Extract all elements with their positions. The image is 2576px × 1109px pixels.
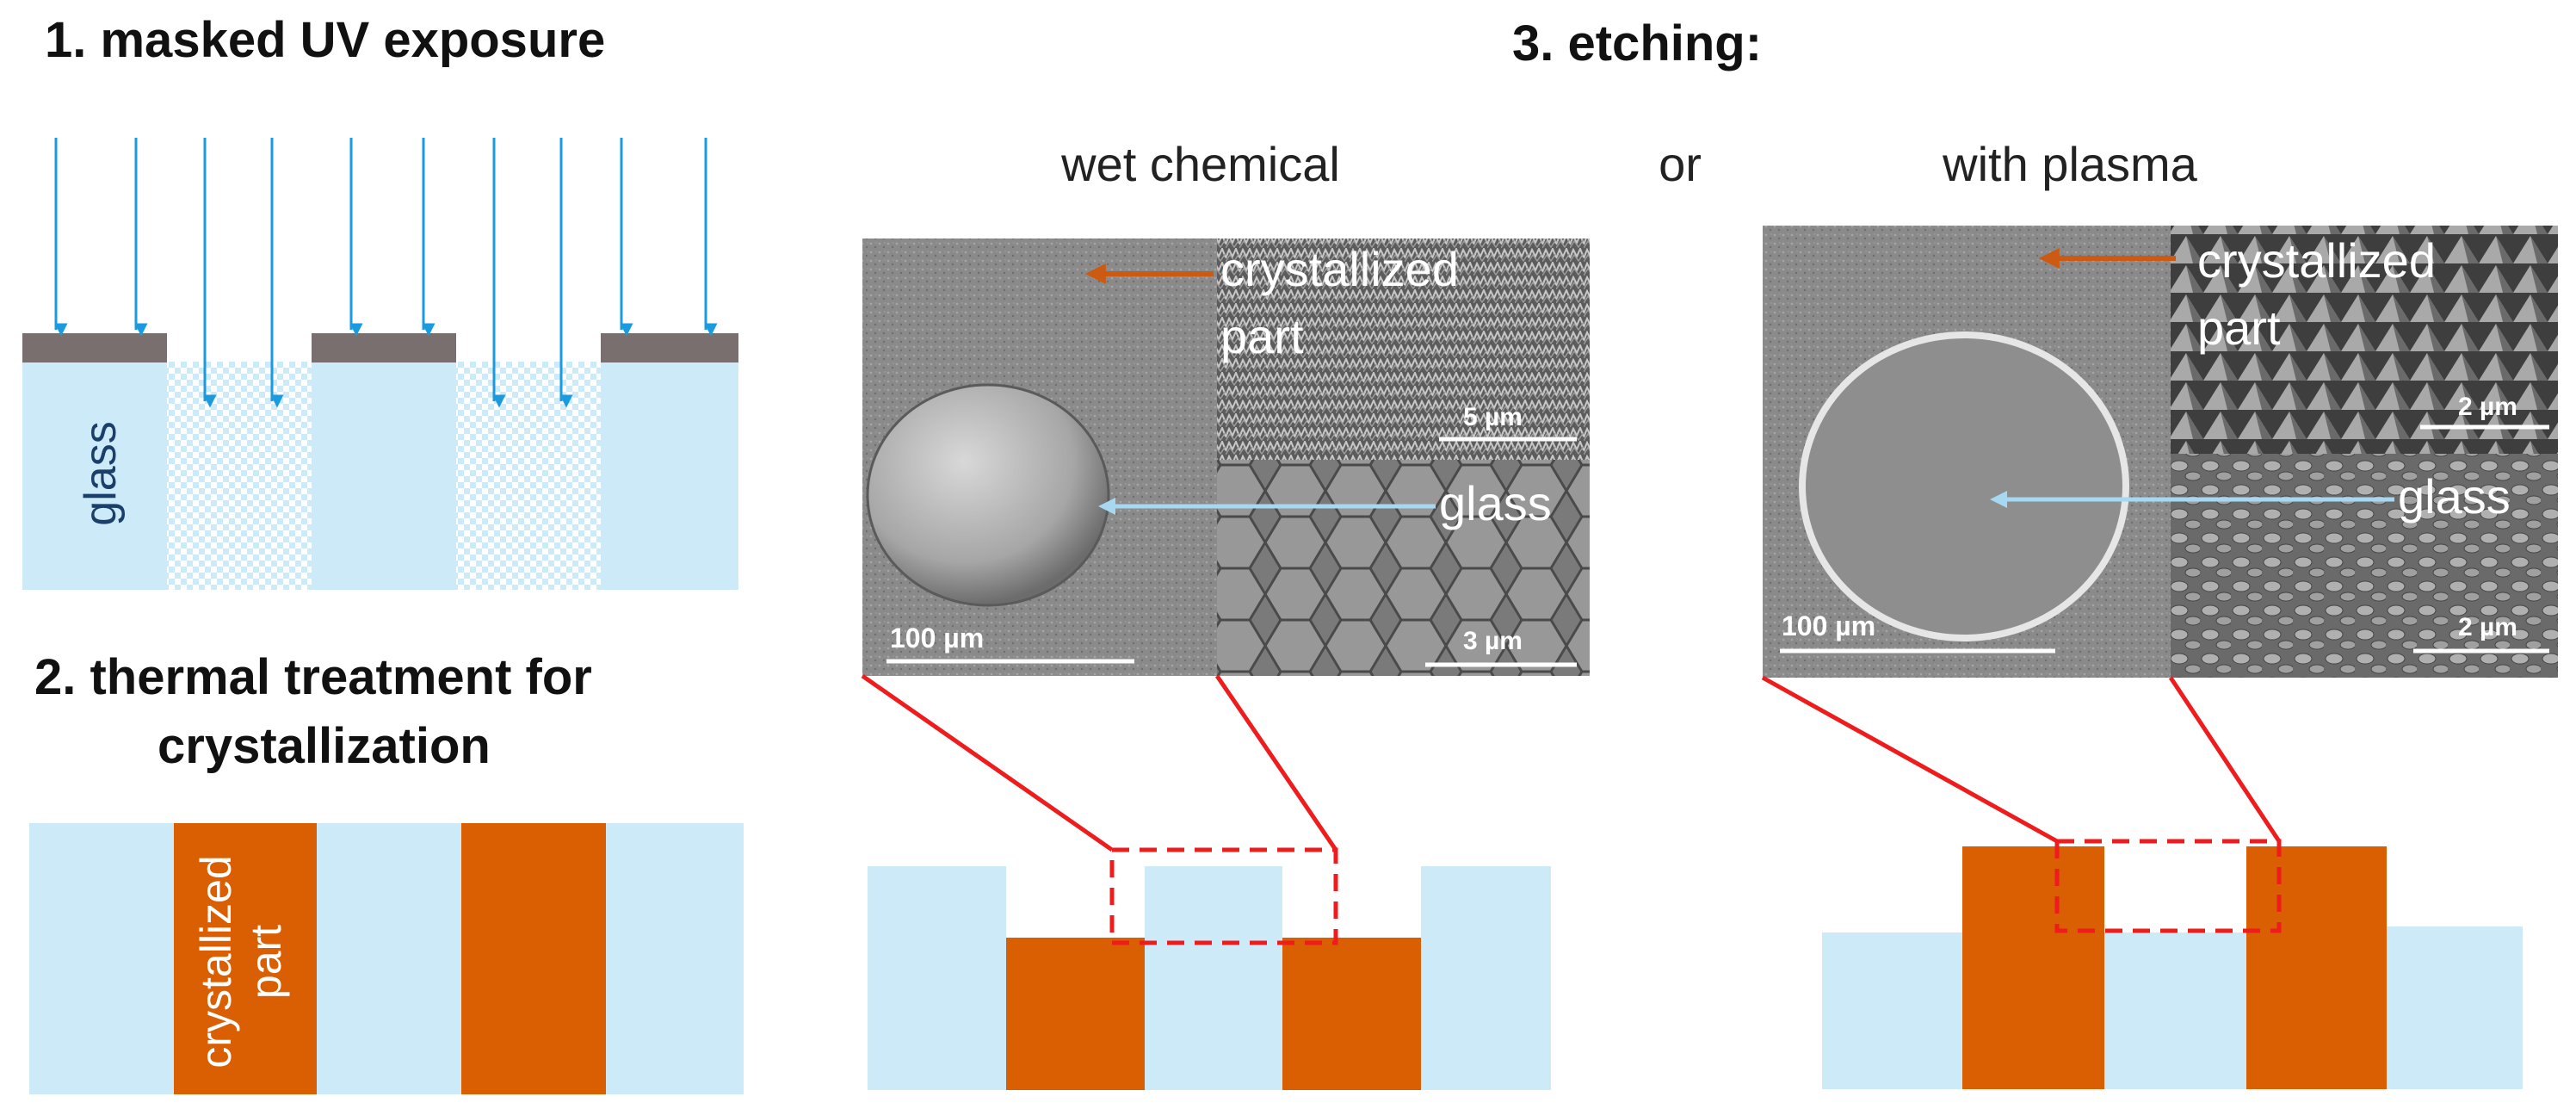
sem-crater [1799, 331, 2129, 641]
glass-segment [22, 362, 167, 590]
glass-segment [29, 823, 174, 1094]
scale-label-top: 2 µm [2458, 393, 2517, 421]
plasma-heading: with plasma [1942, 137, 2198, 191]
crystallized-label-line2: part [1220, 309, 1304, 363]
scale-label-bottom: 3 µm [1463, 627, 1523, 655]
crystallized-segment [174, 823, 317, 1094]
scale-label-bottom: 2 µm [2458, 613, 2517, 641]
sem-bottom-inset [2171, 454, 2558, 678]
scale-label-top: 5 µm [1463, 403, 1523, 431]
glass-segment [1145, 866, 1282, 1090]
crystallized-label-line2: part [242, 925, 290, 999]
zoom-box [2054, 839, 2282, 933]
sem-top-inset [2171, 226, 2558, 454]
plasma-cross-section [1822, 839, 2523, 1089]
sem-dome [866, 383, 1110, 607]
glass-segment [2387, 926, 2523, 1089]
wet-zoom-lines [861, 673, 1338, 852]
glass-segment [1822, 932, 1962, 1089]
glass-segment [2104, 932, 2246, 1089]
scale-label-main: 100 µm [1782, 610, 1875, 641]
crystallized-segment [1282, 938, 1421, 1090]
crystallized-label-line1: crystallized [2197, 233, 2436, 288]
glass-segment [601, 362, 738, 590]
glass-segment [868, 866, 1006, 1090]
step2-block: crystallized part [29, 823, 744, 1094]
crystallized-label-line2: part [2197, 300, 2281, 355]
zoom-line [861, 673, 1114, 852]
step3-title: 3. etching: [1512, 15, 1762, 71]
step1-glass-block: glass [22, 333, 738, 590]
mask-bar [22, 333, 167, 362]
zoom-line [2168, 676, 2282, 843]
step1-title: 1. masked UV exposure [45, 12, 605, 68]
step2-title-line2: crystallization [158, 718, 491, 774]
plasma-sem-composite: crystallized part glass 100 µm 2 µm 2 µm [1763, 226, 2558, 678]
exposed-glass-segment [167, 362, 312, 590]
glass-label: glass [76, 421, 126, 525]
glass-segment [606, 823, 744, 1094]
wet-heading: wet chemical [1060, 137, 1340, 191]
crystallized-label-line1: crystallized [1220, 242, 1459, 296]
plasma-zoom-lines [1761, 675, 2282, 844]
mask-bar [312, 333, 456, 362]
crystallized-label-line1: crystallized [192, 855, 240, 1068]
or-label: or [1659, 137, 1702, 191]
step2-title-line1: 2. thermal treatment for [34, 649, 592, 705]
zoom-line [1214, 674, 1338, 852]
sem-top-inset [1217, 239, 1590, 460]
uv-arrows [54, 138, 718, 408]
scale-label-main: 100 µm [890, 623, 984, 654]
crystallized-segment [2246, 846, 2387, 1089]
glass-label: glass [2398, 469, 2511, 524]
exposed-glass-segment [456, 362, 601, 590]
glass-segment [1421, 866, 1551, 1090]
mask-bar [601, 333, 738, 362]
wet-cross-section [868, 847, 1551, 1090]
zoom-line [1761, 675, 2059, 844]
wet-sem-composite: crystallized part glass 100 µm 5 µm 3 µm [862, 239, 1590, 676]
zoom-box [1109, 847, 1338, 945]
crystallized-segment [1006, 938, 1145, 1090]
crystallized-segment [461, 823, 606, 1094]
sem-bottom-inset [1217, 460, 1590, 676]
crystallized-segment [1962, 846, 2104, 1089]
glass-segment [312, 362, 456, 590]
glass-label: glass [1439, 476, 1552, 530]
glass-segment [317, 823, 461, 1094]
